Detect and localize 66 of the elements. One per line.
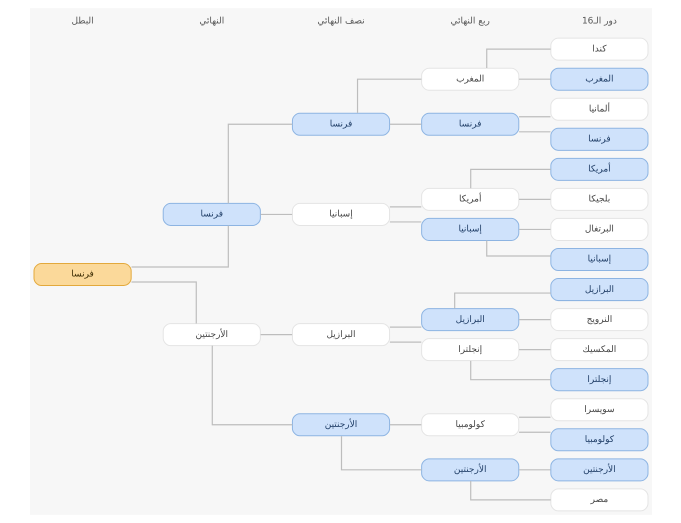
node-box: إنجلترا xyxy=(550,368,648,392)
connector xyxy=(389,342,421,343)
connector xyxy=(389,221,421,223)
connector xyxy=(518,198,550,200)
node-box: إسبانيا xyxy=(291,202,390,226)
node-box: فرنسا xyxy=(420,112,519,136)
connector xyxy=(131,226,228,268)
connector xyxy=(518,131,550,132)
connector xyxy=(389,124,421,125)
connector xyxy=(389,206,421,208)
connector xyxy=(389,424,421,426)
node-box: سويسرا xyxy=(550,398,648,422)
node-box: البرازيل xyxy=(550,278,648,302)
connector xyxy=(518,228,550,230)
node-box: فرنسا xyxy=(291,112,390,136)
connector xyxy=(518,432,550,433)
connector xyxy=(454,292,550,308)
connector xyxy=(486,240,550,257)
node-box: فرنسا xyxy=(550,128,648,151)
node-box: المكسيك xyxy=(550,338,648,362)
connector xyxy=(518,78,550,80)
connector xyxy=(518,319,550,320)
connector xyxy=(389,326,421,328)
connector xyxy=(356,78,421,113)
node-box: إسبانيا xyxy=(550,248,648,272)
connector xyxy=(260,214,292,216)
connector xyxy=(470,168,550,188)
connector xyxy=(470,481,550,500)
connector xyxy=(518,349,550,350)
connector xyxy=(340,436,422,470)
node-box: أمريكا xyxy=(550,158,648,181)
node-box: بلجيكا xyxy=(550,188,648,211)
connector xyxy=(518,416,550,418)
label: دور الـ16 xyxy=(581,16,616,26)
label: نصف النهائي xyxy=(316,16,364,26)
node-box: المغرب xyxy=(550,68,648,91)
node-box: إسبانيا xyxy=(420,218,519,241)
node-box: الأرجنتين xyxy=(420,458,519,482)
connector xyxy=(227,124,292,204)
connector xyxy=(470,360,550,380)
node-box: كولومبيا xyxy=(550,428,648,452)
node-box: كولومبيا xyxy=(420,413,519,436)
node-box: المغرب xyxy=(420,68,519,91)
node-box: البرتغال xyxy=(550,218,648,241)
connector xyxy=(486,48,550,68)
node-box: مصر xyxy=(550,488,648,512)
label: النهائي xyxy=(198,16,224,26)
node-box: البرازيل xyxy=(291,323,390,346)
node-box: الأرجنتين xyxy=(550,458,648,482)
node-box: فرنسا xyxy=(162,202,260,226)
label: ربع النهائي xyxy=(450,16,490,26)
node-box: كندا xyxy=(550,38,648,61)
connector xyxy=(260,334,292,336)
node-box: أمريكا xyxy=(420,188,519,211)
connector xyxy=(518,469,550,470)
node-box: الأرجنتين xyxy=(291,413,390,436)
node-box: إنجلترا xyxy=(420,338,519,362)
connector xyxy=(211,346,292,426)
node-box: ألمانيا xyxy=(550,98,648,121)
node-box: فرنسا xyxy=(33,263,132,286)
node-box: البرازيل xyxy=(420,308,519,332)
node-box: الأرجنتين xyxy=(162,323,260,346)
node-box: النرويج xyxy=(550,308,648,332)
connector xyxy=(130,281,196,324)
label: البطل xyxy=(71,16,94,26)
connector xyxy=(518,116,550,118)
